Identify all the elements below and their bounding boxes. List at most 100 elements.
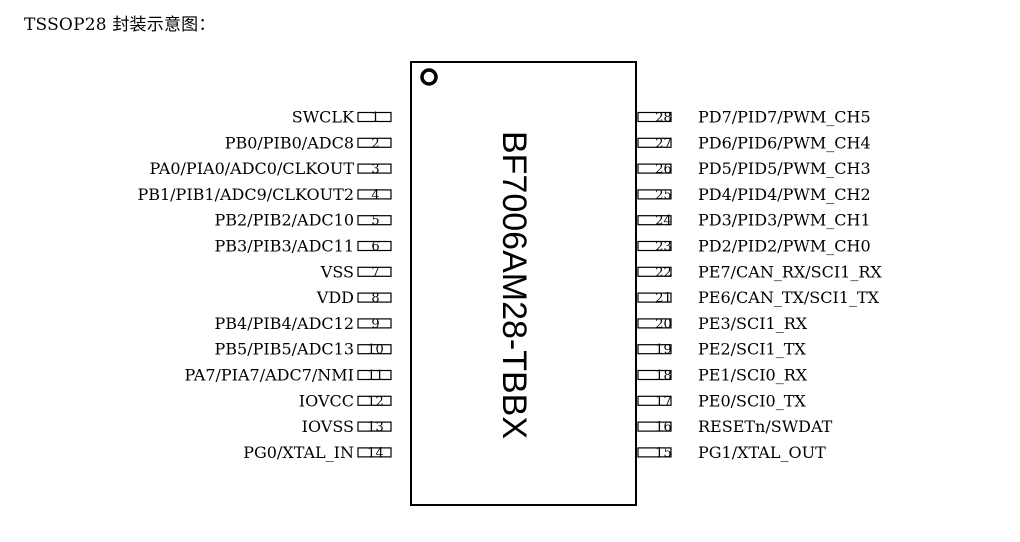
pin-number: 3 [371,162,379,177]
pin-number: 2 [371,136,379,151]
pin-lead [637,111,672,123]
chip-part-number: BF7006AM28-TBBX [495,131,533,439]
pin-lead [357,189,392,200]
pin-number: 6 [371,240,379,255]
pin-label: PE3/SCI1_RX [698,314,808,333]
pin-lead [637,344,672,355]
pin-lead [357,344,392,355]
pin-lead [637,137,672,148]
pin-label: PB2/PIB2/ADC10 [215,211,355,230]
pin-label: PG0/XTAL_IN [243,443,354,462]
diagram-caption: TSSOP28 封装示意图： [24,15,216,35]
pin-lead [637,447,672,458]
pin-label: PE2/SCI1_TX [698,340,806,359]
pin-number: 14 [367,446,384,461]
pin-row: 15 PG1/XTAL_OUT [637,443,826,462]
pin-lead [357,318,392,329]
pin-label: PA0/PIA0/ADC0/CLKOUT [150,159,355,178]
pin-number: 7 [371,265,379,280]
pin-lead [637,292,672,303]
pin-number: 23 [655,240,672,255]
pin-label: IOVCC [299,391,354,410]
pin-label: VSS [320,262,354,281]
pin-lead [357,111,392,123]
pin1-marker-icon [420,68,438,86]
pin-label: PD5/PID5/PWM_CH3 [698,159,871,178]
pin-label: PD7/PID7/PWM_CH5 [698,108,871,127]
pin-label: PB3/PIB3/ADC11 [215,237,355,256]
pin-label: PB4/PIB4/ADC12 [215,314,355,333]
left-pin-column: 1 SWCLK 2 PB0/PIB0/ADC8 3 PA0/PIA0/ADC0/CLKOU… [137,108,392,462]
pin-lead [357,292,392,303]
pin-lead [637,318,672,329]
pin-lead [357,266,392,277]
pin-label: PG1/XTAL_OUT [698,443,826,462]
pin-row: 9 PB4/PIB4/ADC12 [215,314,392,333]
pin-row: 24 PD3/PID3/PWM_CH1 [637,211,871,230]
pin-row: 28 PD7/PID7/PWM_CH5 [637,108,871,127]
pin-number: 11 [367,369,384,384]
pin-row: 14 PG0/XTAL_IN [243,443,392,462]
pin-label: PE7/CAN_RX/SCI1_RX [698,262,882,281]
pin-label: IOVSS [302,417,354,436]
pin-lead [357,240,392,252]
pin-lead [637,421,672,432]
pin-row: 25 PD4/PID4/PWM_CH2 [637,185,871,204]
pin-label: PD6/PID6/PWM_CH4 [698,133,871,152]
pin-number: 9 [371,317,379,332]
pin-row: 13 IOVSS [302,417,392,436]
pin-lead [637,395,672,406]
pin-number: 24 [655,214,672,229]
pin-label: PE6/CAN_TX/SCI1_TX [698,288,880,307]
pin-label: VDD [316,288,354,307]
pin-number: 25 [655,188,672,203]
pin-lead [637,189,672,200]
pin-number: 28 [655,111,672,126]
pin-label: PE1/SCI0_RX [698,366,808,385]
pin-row: 26 PD5/PID5/PWM_CH3 [637,159,871,178]
pin-label: PE0/SCI0_TX [698,391,806,410]
pin-row: 18 PE1/SCI0_RX [637,366,808,385]
pin-number: 15 [655,446,672,461]
pin-number: 13 [367,420,384,435]
pin-number: 8 [371,291,379,306]
pin-number: 5 [371,214,379,229]
pin-lead [637,369,672,381]
pin-lead [637,240,672,252]
pin-lead [357,447,392,458]
pin-lead [357,215,392,226]
pin-number: 18 [655,369,672,384]
pin-row: 1 SWCLK [292,108,392,127]
pin-label: PA7/PIA7/ADC7/NMI [184,366,354,385]
pin-number: 26 [655,162,672,177]
pin-row: 4 PB1/PIB1/ADC9/CLKOUT2 [137,185,392,204]
pin-number: 4 [371,188,379,203]
pin-number: 22 [655,265,672,280]
pin-label: PB1/PIB1/ADC9/CLKOUT2 [137,185,354,204]
pin-label: PD3/PID3/PWM_CH1 [698,211,871,230]
chip-body [410,61,637,506]
pin-row: 2 PB0/PIB0/ADC8 [225,133,392,152]
pin-row: 5 PB2/PIB2/ADC10 [215,211,392,230]
pin-label: SWCLK [292,108,355,127]
pin-lead [637,266,672,277]
pin-row: 8 VDD [316,288,392,307]
pin-lead [637,215,672,226]
pin-label: PD4/PID4/PWM_CH2 [698,185,871,204]
pin-row: 17 PE0/SCI0_TX [637,391,806,410]
pin-number: 1 [371,111,379,126]
pin-row: 7 VSS [320,262,392,281]
pin-lead [357,163,392,174]
pin-label: PB0/PIB0/ADC8 [225,133,354,152]
pin-row: 3 PA0/PIA0/ADC0/CLKOUT [150,159,392,178]
pin-number: 17 [655,394,672,409]
pin-lead [357,369,392,381]
